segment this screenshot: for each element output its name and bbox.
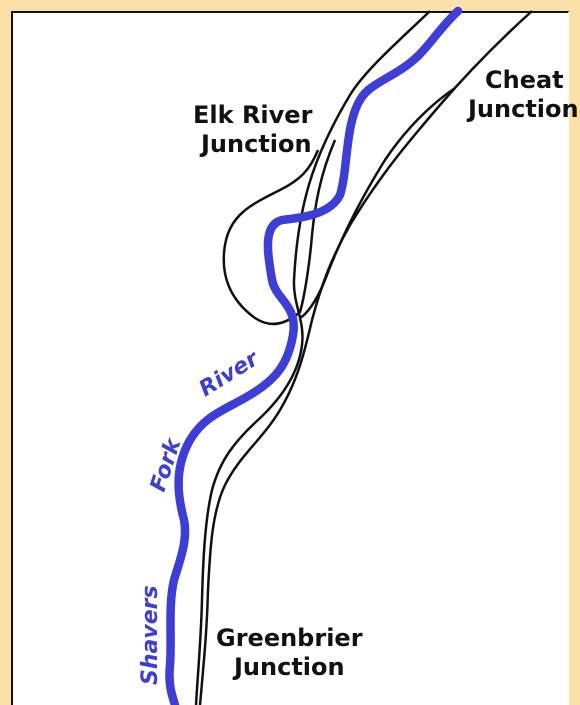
elk-river-junction-label: Elk River Junction xyxy=(193,101,312,159)
cheat-junction-line1: Cheat xyxy=(485,66,564,94)
river-label-shavers: Shavers xyxy=(138,585,163,685)
elk-river-junction-line2: Junction xyxy=(201,130,312,158)
railway-loop-elk-river xyxy=(222,139,337,326)
railway-line-main-east xyxy=(198,10,533,705)
greenbrier-junction-line2: Junction xyxy=(234,653,345,681)
elk-river-junction-line1: Elk River xyxy=(193,101,313,129)
shavers-fork-river xyxy=(165,6,463,705)
railway-line-main-west xyxy=(194,10,431,705)
railway-line-cheat-branch xyxy=(299,86,456,320)
greenbrier-junction-label: Greenbrier Junction xyxy=(216,624,363,682)
cheat-junction-line2: Junction xyxy=(468,95,579,123)
greenbrier-junction-line1: Greenbrier xyxy=(216,624,363,652)
cheat-junction-label: Cheat Junction xyxy=(468,66,579,124)
